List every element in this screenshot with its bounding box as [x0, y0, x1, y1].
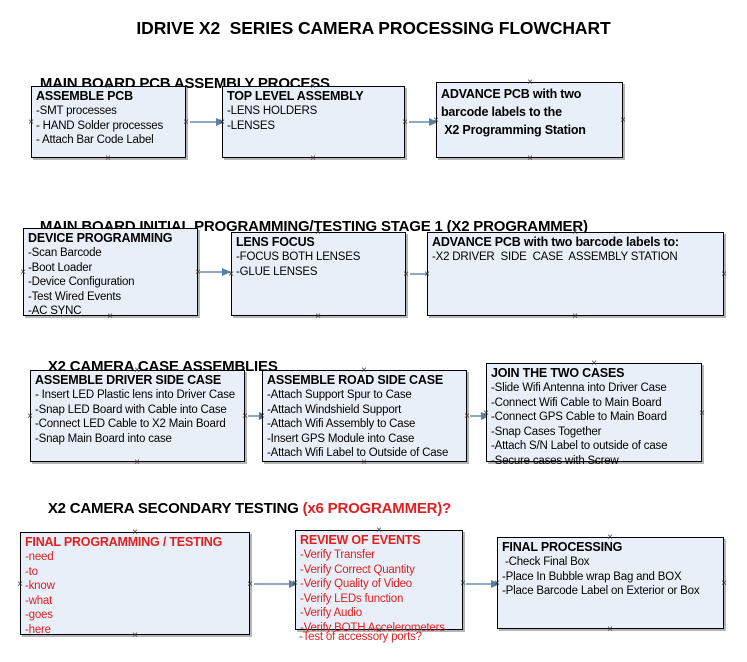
list-item: -here	[25, 623, 51, 636]
box-header: ADVANCE PCB with two barcode labels to t…	[441, 87, 586, 137]
list-item: - Attach Bar Code Label	[36, 134, 154, 147]
box-header: TOP LEVEL ASSEMBLY	[227, 89, 364, 103]
box-assemble-pcb[interactable]: ASSEMBLE PCB -SMT processes - HAND Solde…	[31, 86, 186, 158]
list-item: -Verify Audio	[300, 607, 362, 620]
box-lines: -Scan Barcode -Boot Loader -Device Confi…	[24, 246, 197, 319]
box-header: ASSEMBLE ROAD SIDE CASE	[267, 373, 443, 387]
list-item: -Verify Quality of Video	[300, 578, 412, 591]
box-join-the-two-cases[interactable]: JOIN THE TWO CASES -Slide Wifi Antenna i…	[486, 363, 702, 467]
arrow-3-2-to-3-3	[470, 411, 490, 420]
box-advance-pcb-driver-side[interactable]: ADVANCE PCB with two barcode labels to: …	[427, 232, 724, 316]
list-item: -Attach Wifi Assembly to Case	[267, 418, 416, 431]
box-final-processing[interactable]: FINAL PROCESSING -Check Final Box -Place…	[497, 537, 724, 629]
list-item: -Snap Cases Together	[491, 425, 602, 438]
box-lines: -Slide Wifi Antenna into Driver Case -Co…	[487, 381, 701, 469]
page-title: IDRIVE X2 SERIES CAMERA PROCESSING FLOWC…	[136, 18, 611, 38]
list-item: -GLUE LENSES	[236, 265, 318, 278]
list-item: -LENS HOLDERS	[227, 105, 318, 117]
box-header: ASSEMBLE DRIVER SIDE CASE	[35, 373, 222, 387]
list-item: -Attach Wifi Label to Outside of Case	[267, 447, 449, 460]
box-header: DEVICE PROGRAMMING	[28, 231, 173, 245]
box-header: FINAL PROCESSING	[502, 540, 623, 554]
arrow-1-2-to-1-3	[409, 117, 438, 126]
list-item: -FOCUS BOTH LENSES	[236, 251, 361, 263]
list-item: -LENSES	[227, 119, 275, 132]
arrow-4-2-to-4-3	[466, 579, 500, 588]
list-item: -Secure cases with Screw	[491, 454, 619, 467]
arrow-1-1-to-1-2	[190, 117, 225, 126]
list-item: -Test Wired Events	[28, 290, 121, 303]
list-item: -to	[25, 565, 38, 578]
list-item: - HAND Solder processes	[36, 119, 164, 132]
list-item: -X2 DRIVER SIDE CASE ASSEMBLY STATION	[432, 251, 678, 263]
box-lines: -Attach Support Spur to Case -Attach Win…	[263, 388, 466, 461]
section-heading-4-text: X2 CAMERA SECONDARY TESTING	[47, 500, 303, 517]
section-heading-4-accent: (x6 PROGRAMMER)?	[302, 500, 452, 517]
list-item: -Insert GPS Module into Case	[267, 432, 415, 445]
box-header: ADVANCE PCB with two barcode labels to:	[432, 235, 679, 249]
box-advance-pcb-programming-station[interactable]: ADVANCE PCB with two barcode labels to t…	[436, 82, 623, 158]
box-header: JOIN THE TWO CASES	[491, 366, 625, 380]
box-lines: - Insert LED Plastic lens into Driver Ca…	[31, 388, 244, 446]
list-item: -Slide Wifi Antenna into Driver Case	[491, 382, 667, 394]
box-device-programming[interactable]: DEVICE PROGRAMMING -Scan Barcode -Boot L…	[23, 228, 198, 319]
box-lines: -need -to -know -what -goes -here	[21, 550, 249, 638]
box-header: REVIEW OF EVENTS	[300, 533, 421, 547]
box-lines: -X2 DRIVER SIDE CASE ASSEMBLY STATION	[428, 250, 723, 265]
box-lines: -Check Final Box -Place In Bubble wrap B…	[498, 555, 723, 599]
box-header: ASSEMBLE PCB	[36, 89, 133, 103]
list-item: -Place In Bubble wrap Bag and BOX	[502, 570, 682, 583]
list-item: -SMT processes	[36, 105, 117, 117]
list-item: -Connect GPS Cable to Main Board	[491, 411, 667, 424]
list-item: -Verify Transfer	[300, 549, 375, 561]
list-item: -Scan Barcode	[28, 247, 102, 259]
list-item: -Check Final Box	[502, 556, 590, 568]
list-item: -Attach S/N Label to outside of case	[491, 440, 668, 453]
list-item: -Verify BOTH Accelerometers	[300, 621, 445, 634]
list-item: -what	[25, 594, 53, 607]
list-item: -need	[25, 551, 54, 563]
list-item: -goes	[25, 609, 53, 622]
list-item: -AC SYNC	[28, 305, 82, 318]
list-item: -Device Configuration	[28, 276, 135, 289]
list-item: -Snap LED Board with Cable into Case	[35, 403, 227, 416]
box-header: FINAL PROGRAMMING / TESTING	[25, 535, 223, 549]
box-lines: -FOCUS BOTH LENSES -GLUE LENSES	[232, 250, 405, 279]
list-item: -Attach Support Spur to Case	[267, 389, 412, 401]
arrow-2-1-to-2-2	[200, 267, 231, 276]
section-heading-4: X2 CAMERA SECONDARY TESTING (x6 PROGRAMM…	[32, 483, 451, 534]
box-assemble-road-side-case[interactable]: ASSEMBLE ROAD SIDE CASE -Attach Support …	[262, 370, 467, 462]
list-item: -Attach Windshield Support	[267, 403, 402, 416]
box-review-of-events[interactable]: REVIEW OF EVENTS -Verify Transfer -Verif…	[295, 530, 463, 634]
box-lines: -Verify Transfer -Verify Correct Quantit…	[296, 548, 462, 636]
list-item: -Place Barcode Label on Exterior or Box	[502, 585, 700, 598]
list-item: -Connect LED Cable to X2 Main Board	[35, 418, 226, 431]
overflow-list-item: -Test of accessory ports?	[299, 631, 422, 643]
box-final-programming-testing[interactable]: FINAL PROGRAMMING / TESTING -need -to -k…	[20, 532, 250, 638]
list-item: -know	[25, 580, 55, 593]
list-item: -Verify Correct Quantity	[300, 563, 415, 576]
box-assemble-driver-side-case[interactable]: ASSEMBLE DRIVER SIDE CASE - Insert LED P…	[30, 370, 245, 462]
box-lines: -LENS HOLDERS -LENSES	[223, 104, 404, 133]
box-lens-focus[interactable]: LENS FOCUS -FOCUS BOTH LENSES -GLUE LENS…	[231, 232, 406, 316]
arrow-4-1-to-4-2	[254, 579, 298, 588]
box-top-level-assembly[interactable]: TOP LEVEL ASSEMBLY -LENS HOLDERS -LENSES	[222, 86, 405, 158]
list-item: -Boot Loader	[28, 261, 93, 274]
list-item: - Insert LED Plastic lens into Driver Ca…	[35, 389, 235, 401]
box-header: LENS FOCUS	[236, 235, 315, 249]
list-item: -Snap Main Board into case	[35, 432, 172, 445]
list-item: -Verify LEDs function	[300, 592, 404, 605]
box-lines: -SMT processes - HAND Solder processes -…	[32, 104, 185, 148]
list-item: -Connect Wifi Cable to Main Board	[491, 396, 662, 409]
